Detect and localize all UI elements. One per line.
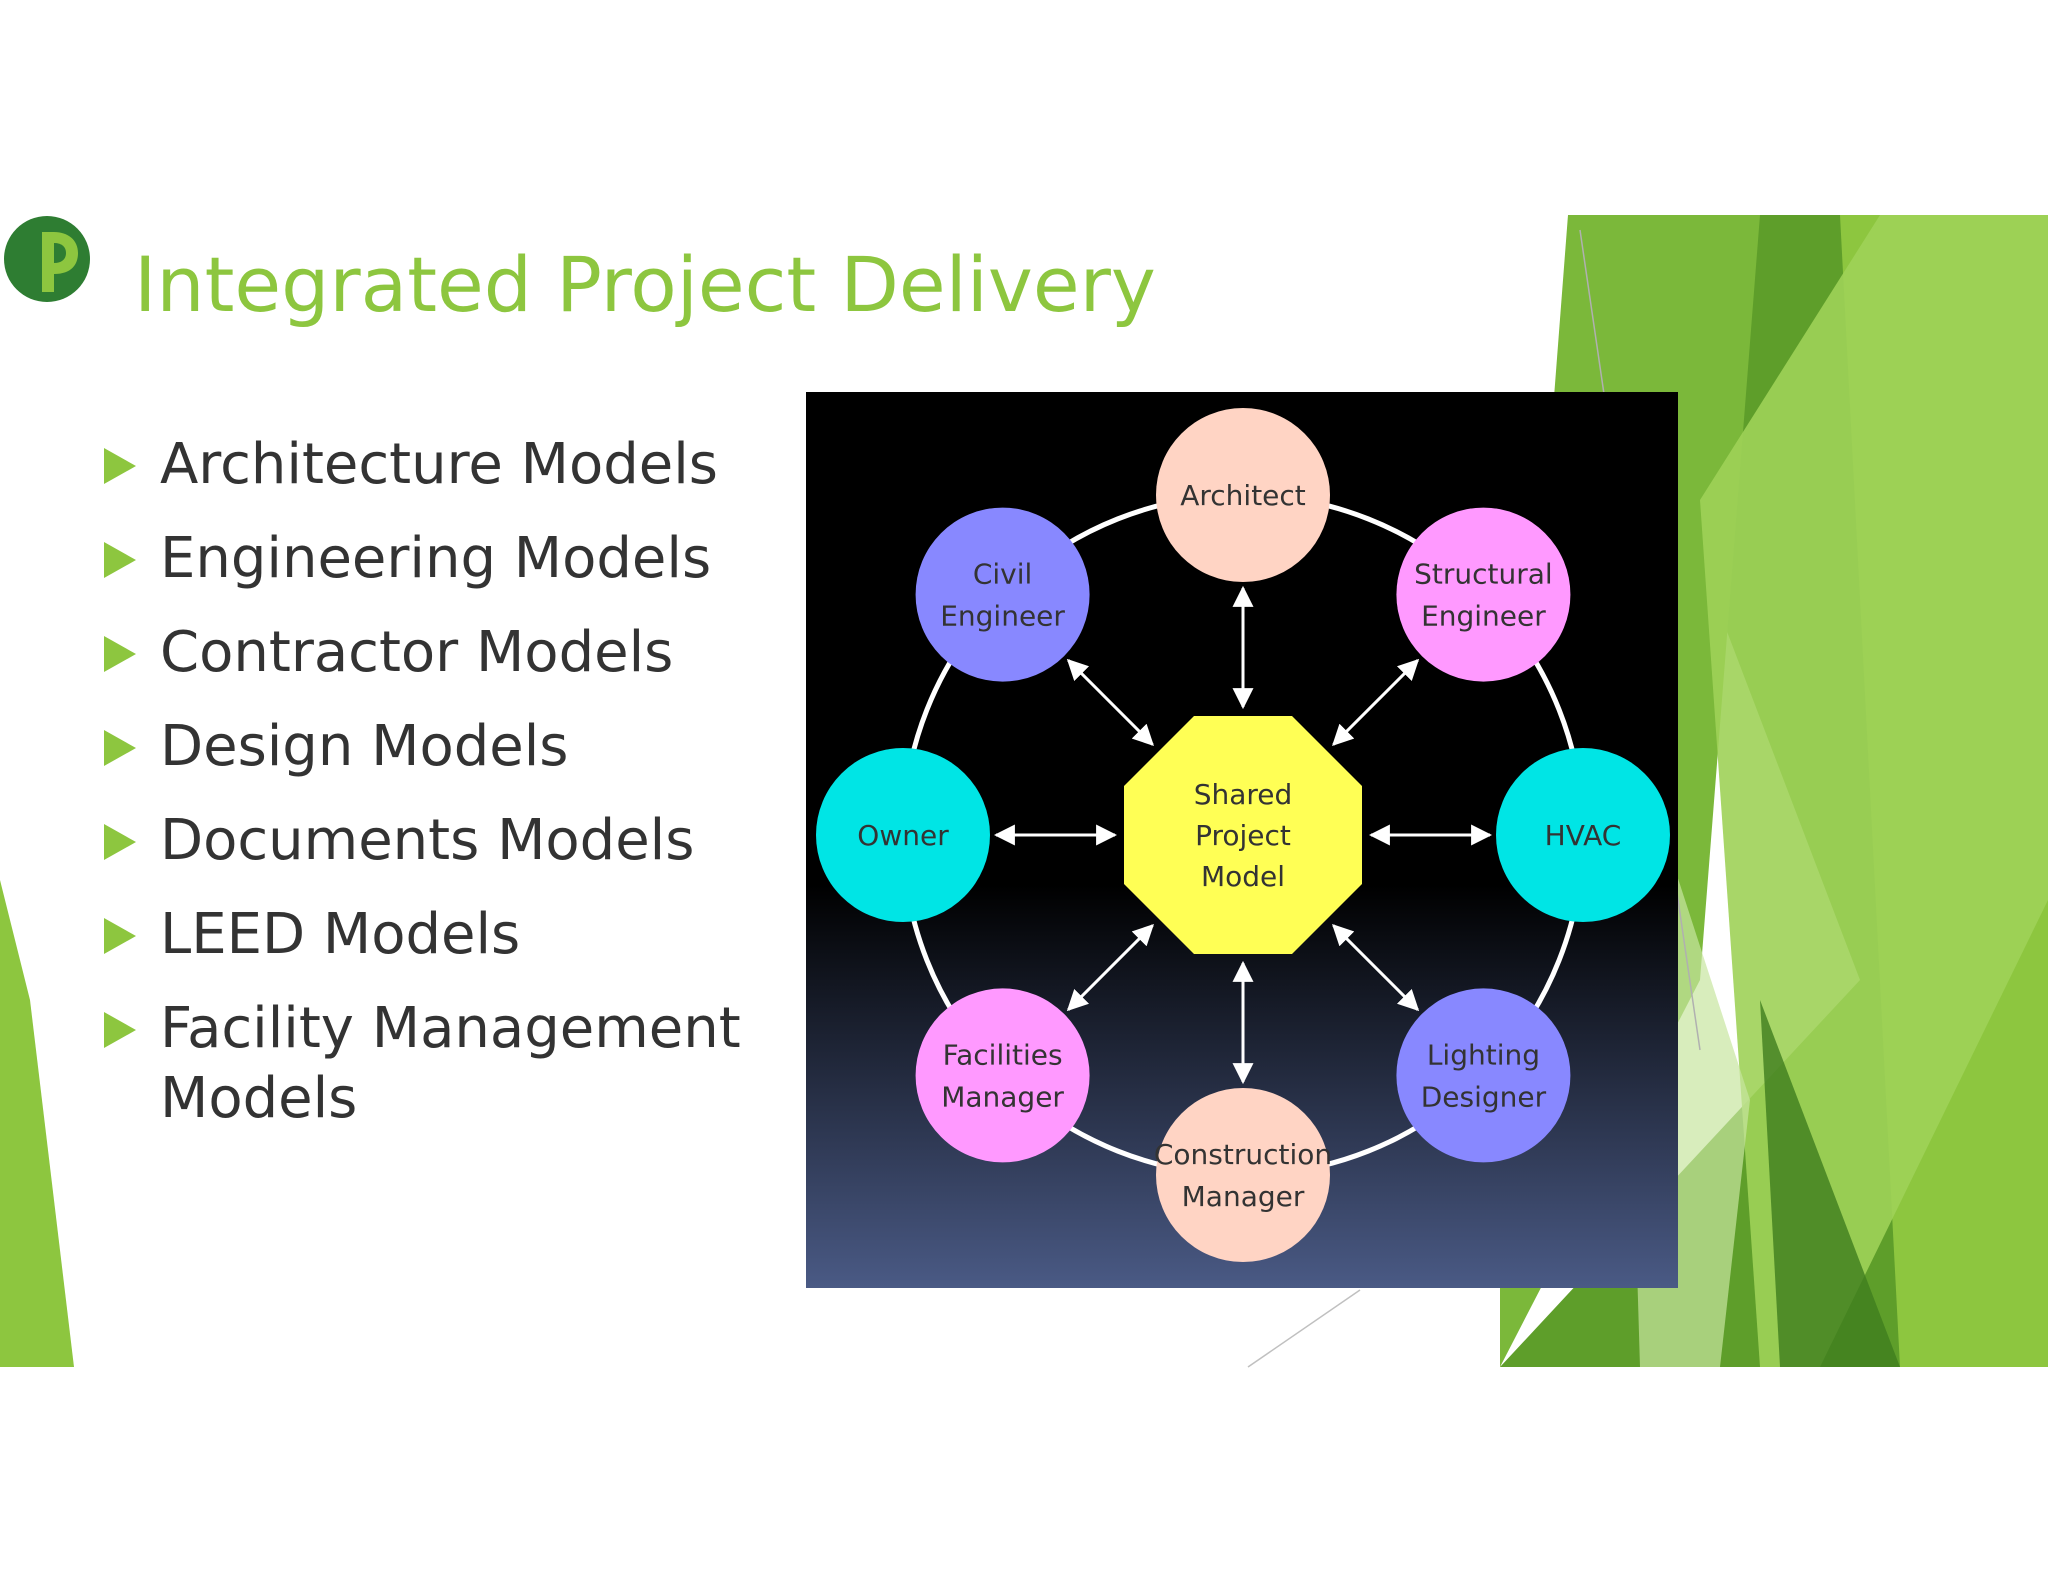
node-label-lighting-designer-2: Designer xyxy=(1421,1080,1547,1113)
triangle-bullet-icon xyxy=(104,918,136,954)
triangle-bullet-icon xyxy=(104,1012,136,1048)
node-owner xyxy=(816,748,990,922)
arrow-civil-engineer xyxy=(1066,658,1154,746)
node-label-owner-1: Owner xyxy=(857,819,949,852)
center-label-line-2: Project xyxy=(1195,819,1291,852)
triangle-bullet-icon xyxy=(104,824,136,860)
node-label-architect-1: Architect xyxy=(1180,479,1306,512)
bullet-text: LEED Models xyxy=(160,902,521,967)
bullet-text: Documents Models xyxy=(160,808,695,873)
bullet-text: Contractor Models xyxy=(160,620,674,685)
bullet-item: Contractor Models xyxy=(104,618,784,688)
center-octagon xyxy=(1124,716,1362,954)
node-hvac xyxy=(1496,748,1670,922)
logo-icon xyxy=(4,216,90,302)
bullet-text: Facility Management Models xyxy=(160,996,741,1131)
center-label-line-1: Shared xyxy=(1194,778,1293,811)
triangle-bullet-icon xyxy=(104,636,136,672)
bullet-item: Facility Management Models xyxy=(104,994,784,1134)
node-structural-engineer xyxy=(1396,507,1571,682)
bullet-item: Architecture Models xyxy=(104,430,784,500)
node-label-construction-manager-2: Manager xyxy=(1182,1180,1305,1213)
arrow-facilities-manager xyxy=(1066,924,1154,1012)
bullet-text: Engineering Models xyxy=(160,526,712,591)
node-label-lighting-designer-1: Lighting xyxy=(1427,1038,1540,1071)
green-shape-left xyxy=(0,880,74,1367)
node-construction-manager xyxy=(1156,1088,1330,1262)
node-label-structural-engineer-2: Engineer xyxy=(1421,600,1546,633)
bullet-text: Design Models xyxy=(160,714,569,779)
center-label-line-3: Model xyxy=(1201,860,1285,893)
node-lighting-designer xyxy=(1396,988,1571,1163)
arrow-lighting-designer xyxy=(1332,924,1420,1012)
arrow-structural-engineer xyxy=(1332,658,1420,746)
node-label-structural-engineer-1: Structural xyxy=(1414,558,1553,591)
triangle-bullet-icon xyxy=(104,730,136,766)
node-label-civil-engineer-2: Engineer xyxy=(940,600,1065,633)
node-label-facilities-manager-2: Manager xyxy=(941,1080,1064,1113)
node-label-civil-engineer-1: Civil xyxy=(973,558,1032,591)
ipd-diagram: Shared Project Model ArchitectStructural… xyxy=(806,392,1678,1288)
node-label-facilities-manager-1: Facilities xyxy=(943,1038,1063,1071)
bullet-item: Engineering Models xyxy=(104,524,784,594)
bullet-text: Architecture Models xyxy=(160,432,718,497)
node-facilities-manager xyxy=(915,988,1090,1163)
arrows-group xyxy=(993,585,1493,1085)
node-architect xyxy=(1156,408,1330,582)
triangle-bullet-icon xyxy=(104,542,136,578)
node-label-construction-manager-1: Construction xyxy=(1154,1138,1332,1171)
slide-title: Integrated Project Delivery xyxy=(134,240,1156,329)
node-civil-engineer xyxy=(915,507,1090,682)
node-label-hvac-1: HVAC xyxy=(1545,819,1622,852)
bullet-item: Documents Models xyxy=(104,806,784,876)
triangle-bullet-icon xyxy=(104,448,136,484)
bullet-item: LEED Models xyxy=(104,900,784,970)
bullet-list: Architecture Models Engineering Models C… xyxy=(104,430,784,1158)
bullet-item: Design Models xyxy=(104,712,784,782)
